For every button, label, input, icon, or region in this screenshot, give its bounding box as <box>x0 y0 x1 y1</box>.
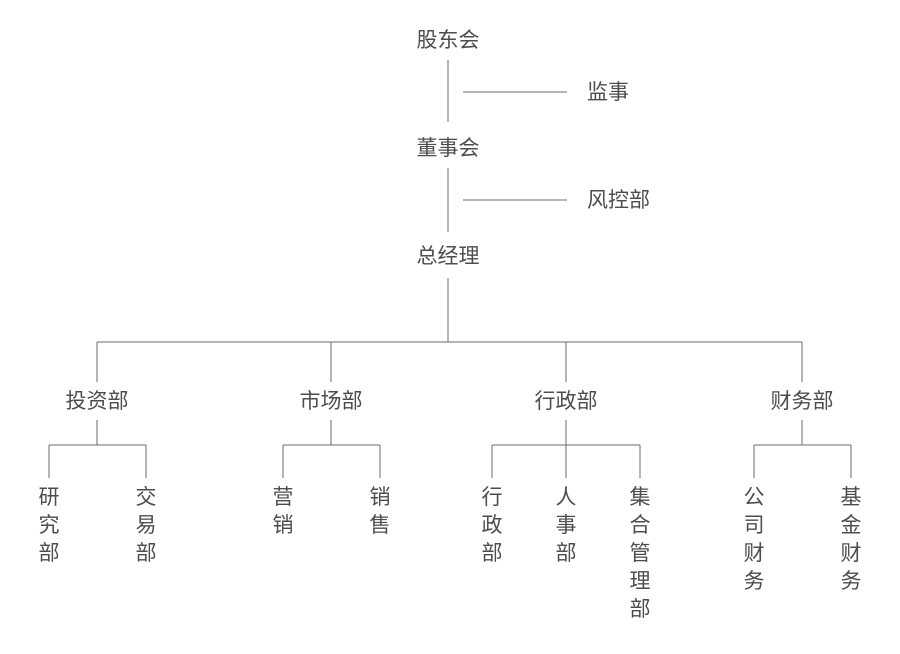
vertical-char: 金 <box>840 513 862 537</box>
node-sub-trading: 交易部 <box>136 483 157 567</box>
vertical-char: 人 <box>555 485 577 509</box>
node-sub-corporate-finance: 公司财务 <box>744 483 765 595</box>
vertical-char: 财 <box>743 541 765 565</box>
vertical-char: 基 <box>840 485 862 509</box>
vertical-char: 事 <box>555 513 577 537</box>
vertical-char: 部 <box>629 597 651 621</box>
node-sub-hr: 人事部 <box>556 483 577 567</box>
vertical-char: 销 <box>369 485 391 509</box>
vertical-char: 研 <box>38 485 60 509</box>
vertical-char: 务 <box>743 569 765 593</box>
vertical-char: 理 <box>629 569 651 593</box>
node-supervisor: 监事 <box>587 80 629 104</box>
node-dept-finance: 财务部 <box>770 389 834 413</box>
node-dept-investment: 投资部 <box>65 389 129 413</box>
vertical-char: 部 <box>481 541 503 565</box>
vertical-char: 部 <box>38 541 60 565</box>
node-board: 董事会 <box>416 136 480 160</box>
vertical-char: 售 <box>369 513 391 537</box>
node-general-manager: 总经理 <box>416 244 480 268</box>
node-sub-fund-finance: 基金财务 <box>841 483 862 595</box>
vertical-char: 合 <box>629 513 651 537</box>
node-sub-administration: 行政部 <box>482 483 503 567</box>
vertical-char: 行 <box>481 485 503 509</box>
vertical-char: 司 <box>743 513 765 537</box>
vertical-char: 政 <box>481 513 503 537</box>
vertical-char: 交 <box>135 485 157 509</box>
vertical-char: 易 <box>135 513 157 537</box>
vertical-char: 财 <box>840 541 862 565</box>
node-sub-sales: 销售 <box>370 483 391 539</box>
node-dept-marketing: 市场部 <box>299 389 363 413</box>
node-shareholders: 股东会 <box>416 28 480 52</box>
node-sub-promotion: 营销 <box>273 483 294 539</box>
vertical-char: 务 <box>840 569 862 593</box>
vertical-char: 部 <box>135 541 157 565</box>
vertical-char: 管 <box>629 541 651 565</box>
vertical-char: 公 <box>743 485 765 509</box>
vertical-char: 究 <box>38 513 60 537</box>
node-sub-collective-mgmt: 集合管理部 <box>630 483 651 623</box>
node-sub-research: 研究部 <box>39 483 60 567</box>
vertical-char: 销 <box>272 513 294 537</box>
node-risk-control: 风控部 <box>587 188 650 212</box>
vertical-char: 营 <box>272 485 294 509</box>
vertical-char: 集 <box>629 485 651 509</box>
node-dept-admin: 行政部 <box>534 389 598 413</box>
vertical-char: 部 <box>555 541 577 565</box>
